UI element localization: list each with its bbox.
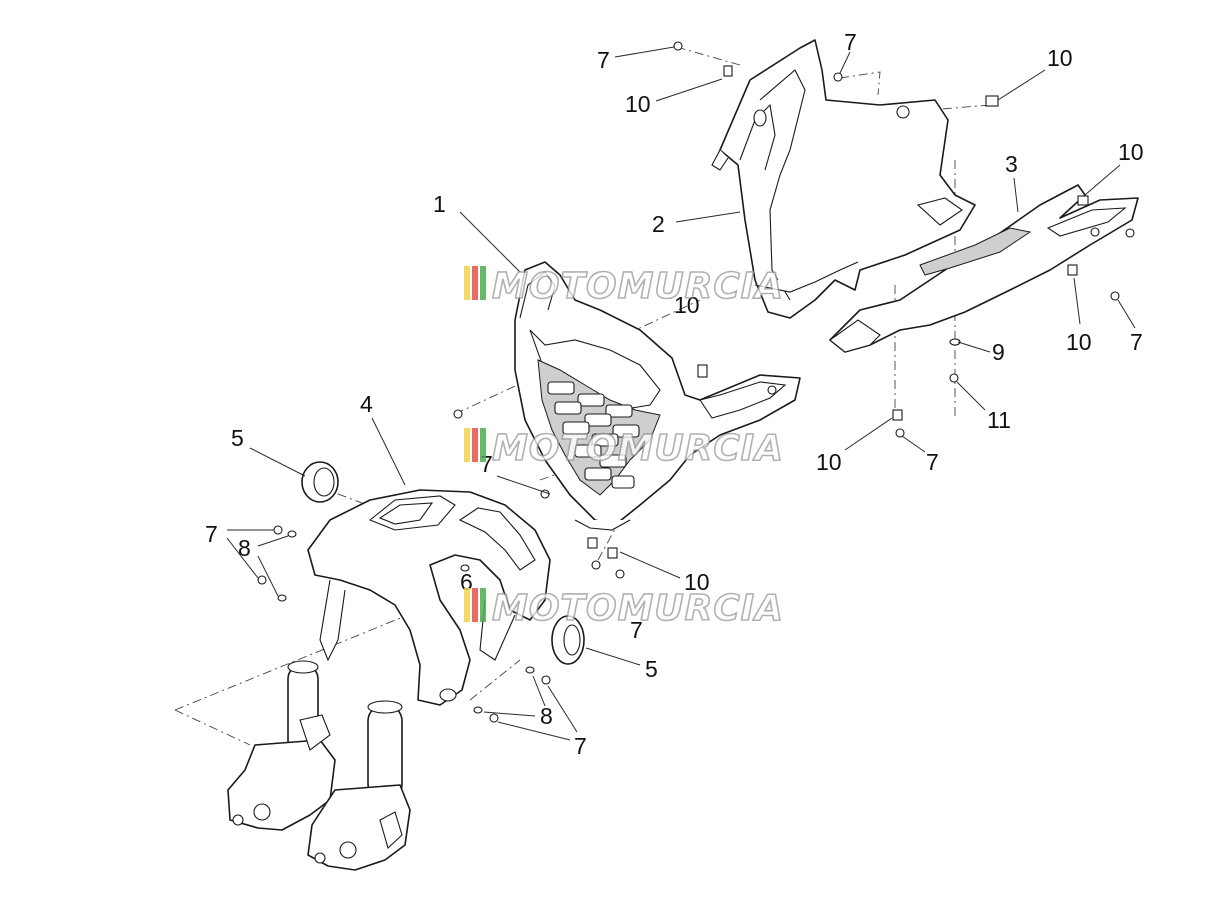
watermark-text: MOTOMURCIA xyxy=(492,588,784,629)
screw-icon xyxy=(489,713,499,723)
callout-11: 11 xyxy=(987,407,1011,433)
screw-icon xyxy=(453,409,463,419)
callout-10-center: 10 xyxy=(684,569,710,595)
callout-10-top-right: 10 xyxy=(1047,45,1073,71)
callout-8-left: 8 xyxy=(238,535,251,561)
screw-icon xyxy=(673,41,683,51)
leader-lines xyxy=(226,46,1136,741)
callout-7-right: 7 xyxy=(1130,329,1143,355)
clip-icon xyxy=(587,537,598,549)
callout-7-center: 7 xyxy=(630,617,643,643)
callout-7-top: 7 xyxy=(844,29,857,55)
watermark-text: MOTOMURCIA xyxy=(492,266,784,307)
callout-3: 3 xyxy=(1005,151,1018,177)
callout-10-top-left: 10 xyxy=(625,91,651,117)
washer-icon xyxy=(525,666,535,674)
clip-icon xyxy=(723,65,733,77)
callout-labels: 1 2 3 4 5 5 6 7 7 7 7 7 7 7 7 8 8 9 10 1… xyxy=(205,29,1144,759)
callout-7-left: 7 xyxy=(205,521,218,547)
fasteners xyxy=(257,41,1135,723)
washer-icon xyxy=(287,530,297,538)
round-insert-lower xyxy=(551,615,585,665)
clip-icon xyxy=(985,95,999,107)
screw-icon xyxy=(833,72,843,82)
headlight-led-cells xyxy=(547,381,640,489)
inner-shield-panel xyxy=(711,39,976,319)
callout-9: 9 xyxy=(992,339,1005,365)
clip-icon xyxy=(1067,264,1078,276)
screw-icon xyxy=(273,525,283,535)
screw-icon xyxy=(257,575,267,585)
clip-icon xyxy=(607,547,618,559)
round-insert-upper xyxy=(301,461,339,503)
front-mudguard xyxy=(307,489,551,706)
washer-icon xyxy=(949,338,961,346)
callout-10-lower: 10 xyxy=(816,449,842,475)
watermark-top: MOTOMURCIA xyxy=(464,265,784,308)
clip-icon xyxy=(1077,195,1089,206)
callout-10-mid: 10 xyxy=(674,292,700,318)
washer-icon xyxy=(460,564,470,572)
callout-2: 2 xyxy=(652,211,665,237)
clip-icon xyxy=(697,364,708,378)
clip-icon xyxy=(892,409,903,421)
front-fork-legs xyxy=(227,660,411,871)
callout-1: 1 xyxy=(433,191,446,217)
screw-icon xyxy=(1110,291,1120,301)
callout-5-lower: 5 xyxy=(645,656,658,682)
screw-icon xyxy=(1125,228,1135,238)
callout-7-lower-right: 7 xyxy=(926,449,939,475)
callout-10-lower-right: 10 xyxy=(1066,329,1092,355)
screw-icon xyxy=(615,569,625,579)
washer-icon xyxy=(473,706,483,714)
screw-icon xyxy=(591,560,601,570)
front-headlight-fairing xyxy=(514,261,801,531)
callout-7-top-left: 7 xyxy=(597,47,610,73)
lower-belly-pan xyxy=(829,184,1139,353)
washer-icon xyxy=(277,594,287,602)
screw-icon xyxy=(541,675,551,685)
callout-7-bottom: 7 xyxy=(574,733,587,759)
callout-10-right: 10 xyxy=(1118,139,1144,165)
screw-icon xyxy=(949,373,959,383)
callout-5-upper: 5 xyxy=(231,425,244,451)
screw-icon xyxy=(895,428,905,438)
callout-4: 4 xyxy=(360,391,373,417)
watermark-text: MOTOMURCIA xyxy=(492,428,784,469)
watermark-middle: MOTOMURCIA xyxy=(464,427,784,470)
watermark-bottom: MOTOMURCIA xyxy=(464,587,784,630)
callout-8-bottom: 8 xyxy=(540,703,553,729)
